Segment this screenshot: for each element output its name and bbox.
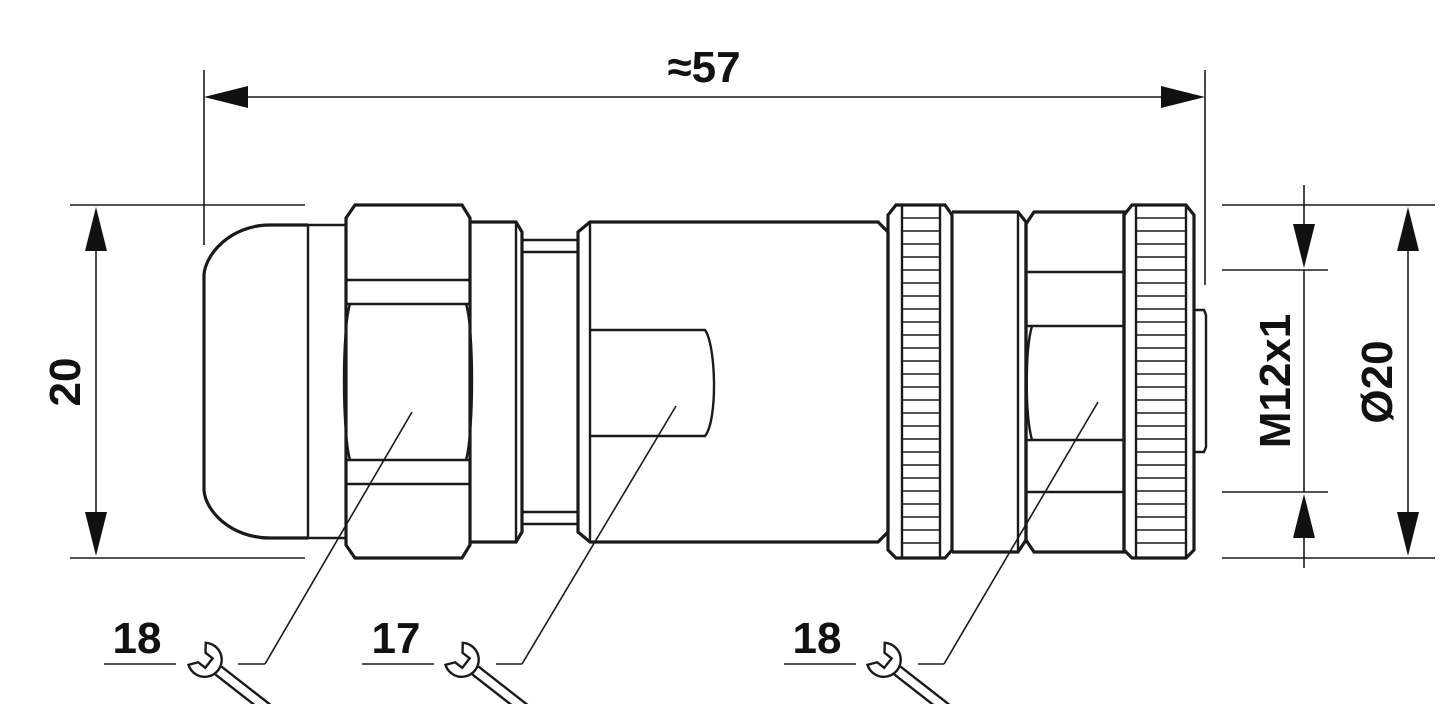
wrench-size-label-1: 18 <box>113 614 162 663</box>
cable-cap <box>202 223 308 540</box>
wrench-size-label-3: 18 <box>793 614 842 663</box>
wrench-icon <box>186 641 292 709</box>
length-arrow-right <box>1161 86 1205 108</box>
wrench-flat <box>590 328 716 438</box>
height-arrow-top <box>85 207 107 251</box>
height-label: 20 <box>41 358 90 407</box>
middle-band <box>952 210 1028 554</box>
front-face <box>1194 308 1208 454</box>
thread-arrow-top <box>1293 224 1315 268</box>
wrench-callout-2: 17 <box>362 405 677 709</box>
knurled-ring-1 <box>886 203 954 560</box>
length-label: ≈57 <box>667 43 740 92</box>
wrench-size-label-2: 17 <box>372 614 421 663</box>
thread-arrow-bottom <box>1293 494 1315 538</box>
diameter-dimension: Ø20 <box>1222 204 1435 559</box>
body-sleeve <box>576 220 890 544</box>
length-arrow-left <box>204 86 248 108</box>
neck <box>522 238 578 526</box>
knurled-ring-2 <box>1122 203 1196 560</box>
height-arrow-bottom <box>85 512 107 556</box>
length-dimension: ≈57 <box>203 43 1206 285</box>
thread-dimension: M12x1 <box>1222 185 1328 568</box>
wrench-icon <box>443 641 549 709</box>
diameter-arrow-bottom <box>1397 512 1419 556</box>
diameter-arrow-top <box>1397 207 1419 251</box>
thread-label: M12x1 <box>1251 314 1300 449</box>
collar-1 <box>470 220 524 544</box>
connector-body <box>202 203 1208 560</box>
wrench-icon <box>865 641 971 709</box>
wrench-callout-1: 18 <box>104 411 413 709</box>
hex-nut-1 <box>342 203 474 560</box>
diameter-label: Ø20 <box>1353 340 1402 423</box>
wrench-callout-3: 18 <box>784 401 1099 709</box>
height-dimension: 20 <box>41 204 305 559</box>
